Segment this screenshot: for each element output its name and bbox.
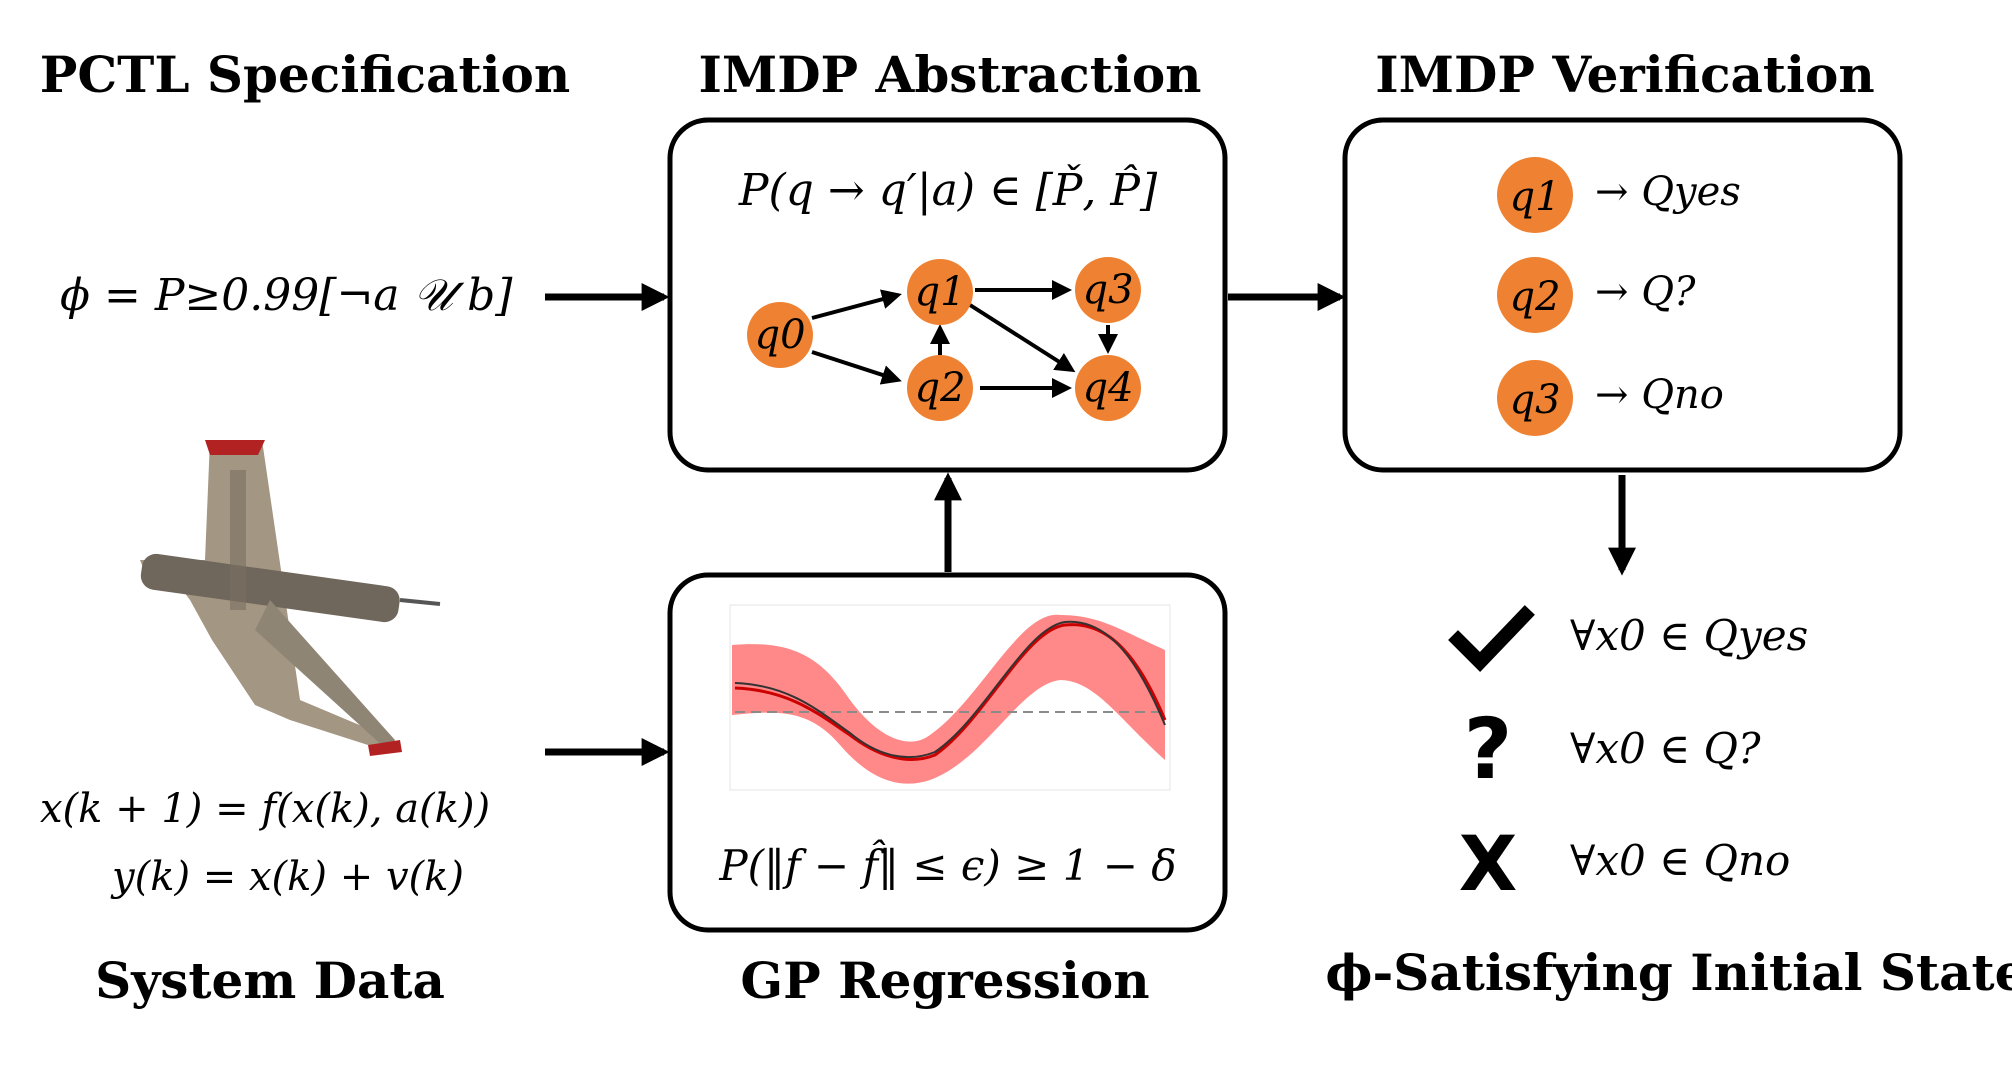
verification-row-3: q3 → Qno xyxy=(1497,360,1724,436)
node-q3: q3 xyxy=(1075,257,1141,323)
svg-text:→ Q?: → Q? xyxy=(1595,269,1696,315)
imdp-verification-title: IMDP Verification xyxy=(1375,45,1874,104)
svg-text:q1: q1 xyxy=(1509,174,1560,220)
node-q0: q0 xyxy=(747,302,813,368)
x-icon: X xyxy=(1459,819,1518,908)
svg-text:q2: q2 xyxy=(1509,274,1560,320)
state-no-text: ∀x0 ∈ Qno xyxy=(1570,836,1790,885)
gp-regression-title: GP Regression xyxy=(740,951,1149,1010)
phi-formula: ϕ = P≥0.99[¬a 𝒰 b] xyxy=(60,270,513,321)
pctl-title: PCTL Specification xyxy=(40,45,570,104)
svg-text:→ Qno: → Qno xyxy=(1595,372,1724,418)
svg-text:→ Qyes: → Qyes xyxy=(1595,169,1741,215)
verification-row-1: q1 → Qyes xyxy=(1497,157,1741,233)
imdp-graph-edges xyxy=(811,280,1118,398)
dynamics-equation: x(k + 1) = f(x(k), a(k)) xyxy=(40,786,490,832)
node-q2: q2 xyxy=(907,355,973,421)
imdp-abstraction-title: IMDP Abstraction xyxy=(698,45,1201,104)
state-yes-text: ∀x0 ∈ Qyes xyxy=(1570,611,1808,660)
check-icon xyxy=(1448,605,1535,673)
svg-text:q0: q0 xyxy=(754,312,805,358)
question-icon: ? xyxy=(1464,700,1513,798)
gp-plot xyxy=(729,604,1171,791)
node-q4: q4 xyxy=(1075,355,1141,421)
svg-text:q3: q3 xyxy=(1509,377,1560,423)
svg-text:q4: q4 xyxy=(1082,365,1133,411)
gp-bound-formula: P(‖f − f̂‖ ≤ ϵ) ≥ 1 − δ xyxy=(718,838,1176,890)
satisfying-states-title: ϕ-Satisfying Initial States xyxy=(1325,943,2012,1002)
svg-text:q2: q2 xyxy=(914,365,965,411)
aircraft-image xyxy=(140,440,441,756)
node-q1: q1 xyxy=(907,259,973,325)
system-data-title: System Data xyxy=(95,951,445,1010)
svg-text:q1: q1 xyxy=(914,269,965,315)
state-unknown-text: ∀x0 ∈ Q? xyxy=(1570,724,1761,773)
transition-formula: P(q → q′|a) ∈ [P̌, P̂] xyxy=(738,163,1158,216)
observation-equation: y(k) = x(k) + v(k) xyxy=(110,854,464,900)
verification-row-2: q2 → Q? xyxy=(1497,257,1696,333)
svg-text:q3: q3 xyxy=(1082,267,1133,313)
